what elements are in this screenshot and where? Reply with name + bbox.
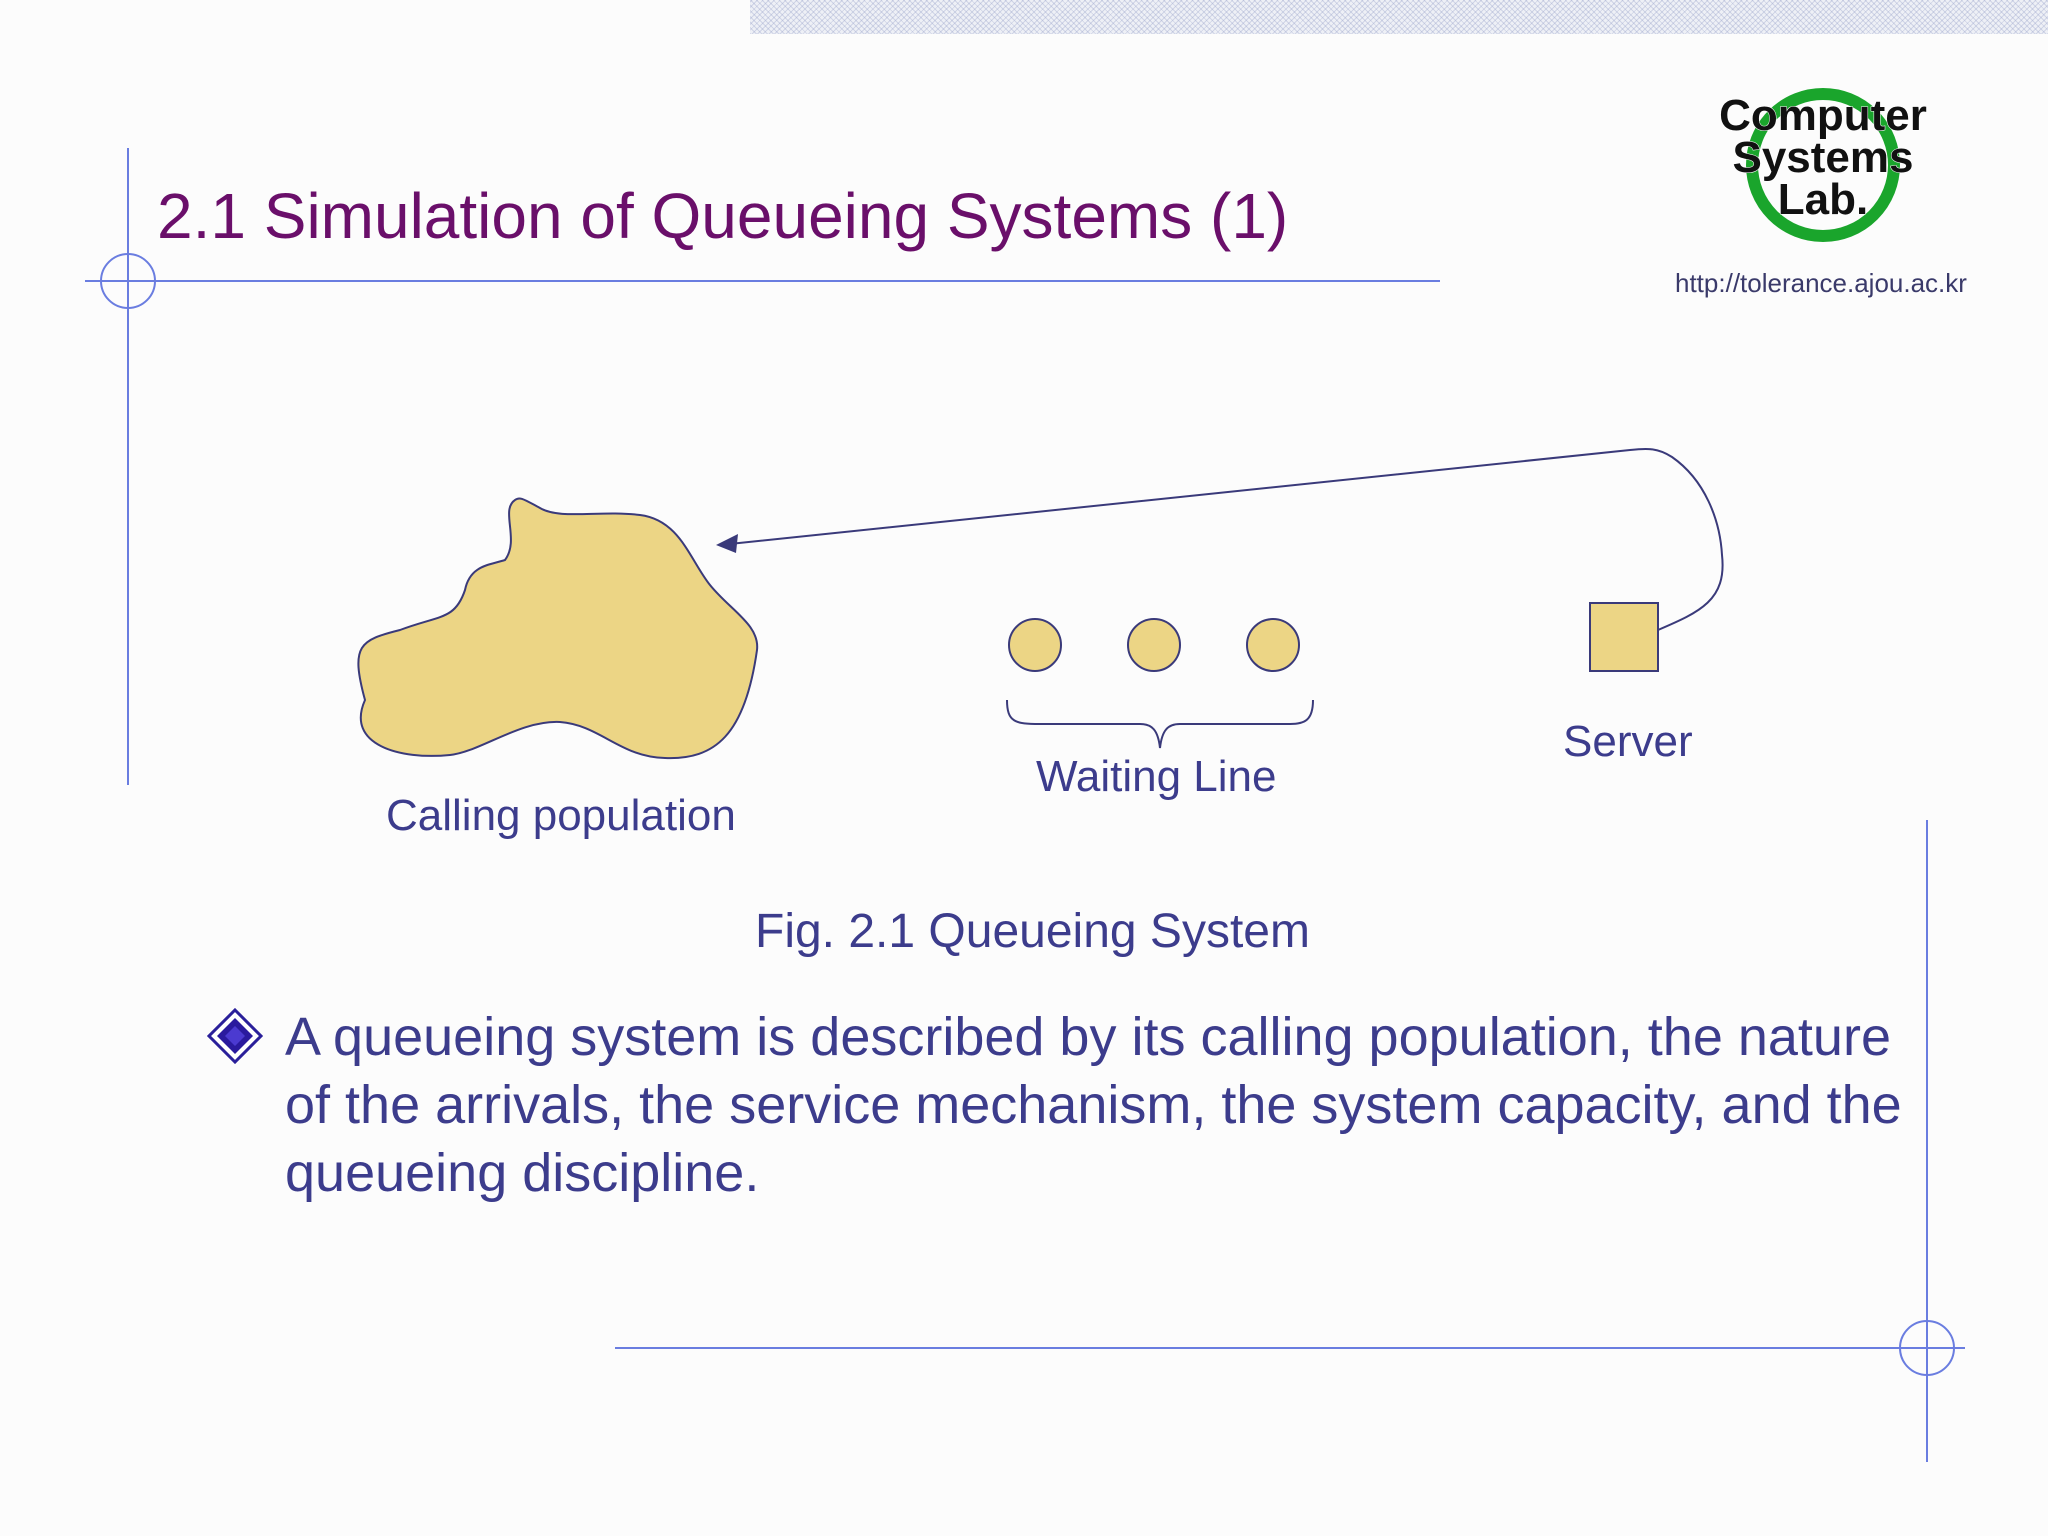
calling-population-blob: [357, 497, 759, 760]
waiting-customer-1: [1008, 618, 1062, 672]
slide-title: 2.1 Simulation of Queueing Systems (1): [157, 180, 1289, 252]
lab-url: http://tolerance.ajou.ac.kr: [1675, 268, 1967, 298]
logo-line-2: Systems: [1732, 133, 1913, 182]
diamond-bullet-icon: [207, 1008, 263, 1064]
arrow-head-icon: [716, 534, 738, 553]
calling-population-label: Calling population: [386, 791, 736, 840]
computer-systems-lab-logo: Computer Systems Lab.: [1719, 88, 1927, 242]
server-box: [1589, 602, 1659, 672]
bottom-right-crosshair-icon: [1899, 1320, 1955, 1376]
waiting-line-label: Waiting Line: [1036, 752, 1277, 801]
figure-caption: Fig. 2.1 Queueing System: [755, 905, 1310, 958]
bullet-text: A queueing system is described by its ca…: [285, 1007, 1902, 1203]
waiting-customer-2: [1127, 618, 1181, 672]
waiting-customer-3: [1246, 618, 1300, 672]
server-label: Server: [1563, 717, 1693, 766]
return-arrow: [719, 447, 1724, 631]
header-texture-band: [750, 0, 2048, 34]
logo-line-1: Computer: [1719, 91, 1927, 140]
waiting-line-brace: [1006, 699, 1314, 749]
logo-line-3: Lab.: [1778, 175, 1868, 224]
top-left-crosshair-icon: [100, 253, 156, 309]
